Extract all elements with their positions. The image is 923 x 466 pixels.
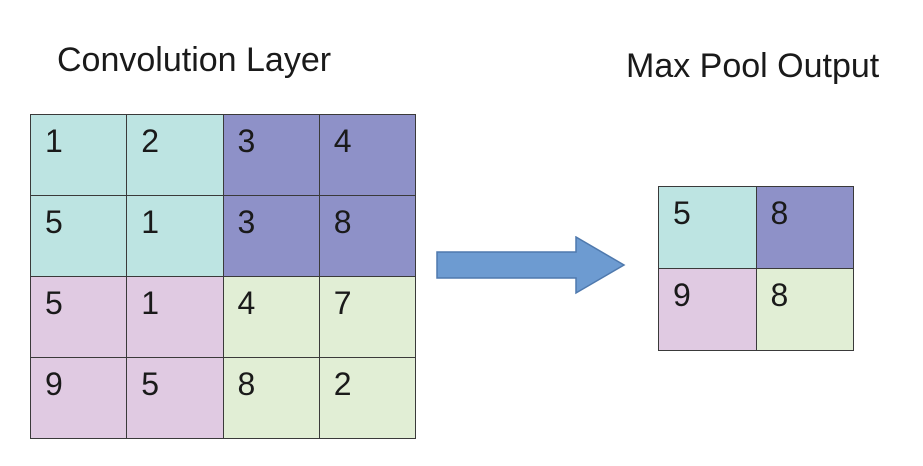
right-arrow-icon <box>436 236 626 295</box>
pool-cell-value: 5 <box>673 195 691 231</box>
max-pool-output-title: Max Pool Output <box>626 47 880 85</box>
conv-cell-value: 8 <box>237 366 256 402</box>
conv-cell-1-0: 5 <box>31 196 127 276</box>
conv-cell-value: 4 <box>333 123 352 159</box>
conv-cell-3-3: 2 <box>319 358 415 438</box>
conv-cell-1-2: 3 <box>223 196 319 276</box>
pool-cell-1-0: 9 <box>659 269 756 350</box>
conv-cell-value: 5 <box>141 366 160 402</box>
conv-cell-3-2: 8 <box>223 358 319 438</box>
conv-cell-value: 3 <box>237 204 256 240</box>
conv-cell-2-2: 4 <box>223 277 319 357</box>
conv-cell-value: 2 <box>333 366 352 402</box>
conv-cell-value: 9 <box>45 366 63 402</box>
conv-cell-1-1: 1 <box>127 196 223 276</box>
pool-cell-0-0: 5 <box>659 187 756 268</box>
conv-cell-2-1: 1 <box>127 277 223 357</box>
conv-cell-2-0: 5 <box>31 277 127 357</box>
conv-cell-0-1: 2 <box>127 115 223 195</box>
conv-cell-3-0: 9 <box>31 358 127 438</box>
conv-cell-value: 1 <box>141 204 160 240</box>
pool-cell-1-1: 8 <box>756 269 853 350</box>
conv-cell-value: 8 <box>333 204 352 240</box>
conv-cell-value: 5 <box>45 204 63 240</box>
conv-cell-0-2: 3 <box>223 115 319 195</box>
conv-cell-value: 4 <box>237 285 256 321</box>
conv-cell-value: 5 <box>45 285 63 321</box>
convolution-layer-title: Convolution Layer <box>57 41 332 79</box>
pool-cell-value: 9 <box>673 277 691 313</box>
conv-cell-2-3: 7 <box>319 277 415 357</box>
convolution-grid: 1 2 3 4 5 1 3 8 5 1 4 7 9 5 8 2 <box>30 114 416 439</box>
conv-cell-value: 7 <box>333 285 352 321</box>
conv-cell-1-3: 8 <box>319 196 415 276</box>
conv-cell-0-0: 1 <box>31 115 127 195</box>
conv-cell-value: 3 <box>237 123 256 159</box>
conv-cell-value: 1 <box>141 285 160 321</box>
conv-cell-value: 2 <box>141 123 160 159</box>
pool-cell-0-1: 8 <box>756 187 853 268</box>
conv-cell-value: 1 <box>45 123 63 159</box>
pool-cell-value: 8 <box>770 277 789 313</box>
pool-cell-value: 8 <box>770 195 789 231</box>
conv-cell-0-3: 4 <box>319 115 415 195</box>
conv-cell-3-1: 5 <box>127 358 223 438</box>
max-pool-grid: 5 8 9 8 <box>658 186 854 351</box>
